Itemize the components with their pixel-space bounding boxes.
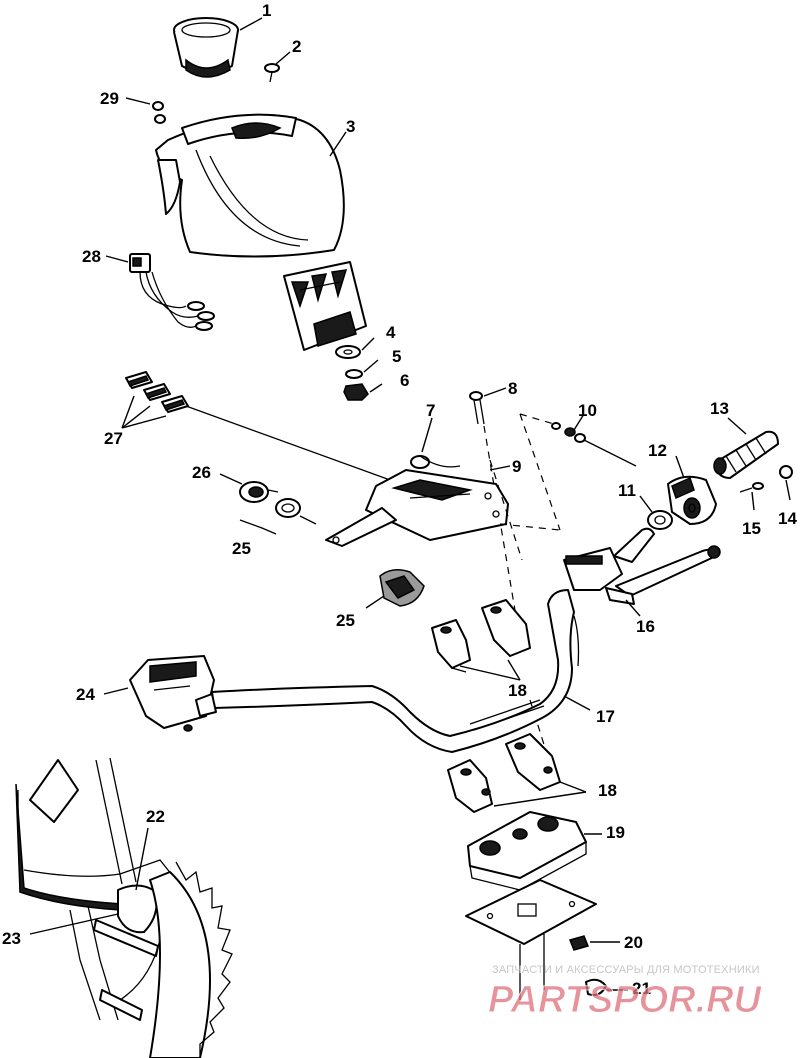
- part-26-switch: [219, 473, 317, 535]
- part-20-21-base-plate: [465, 879, 628, 1000]
- part-29-nut: [125, 97, 166, 124]
- watermark-logo-text: PARTSPOR.RU: [488, 979, 763, 1021]
- watermark-caption: ЗАПЧАСТИ И АКСЕССУАРЫ ДЛЯ МОТОТЕХНИКИ: [492, 964, 760, 976]
- callout-23: 23: [2, 929, 21, 948]
- callout-25-upper: 25: [232, 539, 251, 558]
- callout-18-lower: 18: [598, 781, 617, 800]
- callout-4: 4: [386, 323, 396, 342]
- part-10-cable-adjuster: [519, 413, 637, 467]
- callout-14: 14: [778, 509, 797, 528]
- callout-9: 9: [512, 457, 522, 476]
- callout-26: 26: [192, 463, 211, 482]
- part-17-handlebar: [211, 589, 591, 753]
- callout-10: 10: [578, 401, 597, 420]
- part-8-bolt: [469, 387, 521, 641]
- callout-25-lower: 25: [336, 611, 355, 630]
- callout-16: 16: [636, 617, 655, 636]
- part-19-riser-plate: [467, 811, 602, 891]
- callout-18-upper: 18: [508, 681, 527, 700]
- part-2-screw: [264, 51, 291, 83]
- part-28-wire-harness: [105, 253, 215, 331]
- callout-15: 15: [742, 519, 761, 538]
- part-22-23-frame-sensor: [15, 757, 233, 1058]
- callout-5: 5: [392, 347, 402, 366]
- callout-12: 12: [648, 441, 667, 460]
- part-1-meter-cup: [173, 17, 263, 78]
- part-9-bracket: [325, 465, 511, 547]
- callout-17: 17: [596, 707, 615, 726]
- callout-20: 20: [624, 933, 643, 952]
- part-12-throttle-housing: [667, 455, 717, 525]
- callout-6: 6: [400, 371, 410, 390]
- part-14-end-plug: [779, 465, 793, 501]
- callout-29: 29: [100, 89, 119, 108]
- callout-27: 27: [104, 429, 123, 448]
- part-3-handlebar-cover: [155, 113, 347, 258]
- callout-24: 24: [76, 685, 95, 704]
- part-18-upper-clamps: [431, 599, 531, 681]
- part-11-collar: [639, 495, 673, 530]
- callout-28: 28: [82, 247, 101, 266]
- headlight-socket: [283, 261, 367, 351]
- callout-7: 7: [426, 401, 436, 420]
- part-13-grip: [713, 417, 779, 479]
- callout-2: 2: [292, 37, 302, 56]
- callout-13: 13: [710, 399, 729, 418]
- assembly-guide-lines: [489, 413, 561, 771]
- part-25-key-switch: [365, 569, 425, 609]
- part-15-screw: [739, 482, 764, 511]
- callout-11: 11: [618, 481, 636, 500]
- part-24-switch-housing: [103, 655, 217, 732]
- callout-19: 19: [606, 823, 625, 842]
- callout-8: 8: [508, 379, 518, 398]
- callout-3: 3: [346, 117, 356, 136]
- part-27-grommets: [121, 371, 391, 481]
- part-16-brake-lever: [563, 527, 721, 617]
- callout-1: 1: [262, 1, 272, 20]
- callout-22: 22: [146, 807, 165, 826]
- watermark-logo: PARTSPOR.RU: [488, 979, 764, 1022]
- part-18-lower-clamps: [447, 733, 587, 813]
- part-4-5-6-fasteners: [335, 337, 383, 401]
- part-7-cable-clip: [410, 417, 461, 469]
- callout-21: 21: [632, 979, 651, 998]
